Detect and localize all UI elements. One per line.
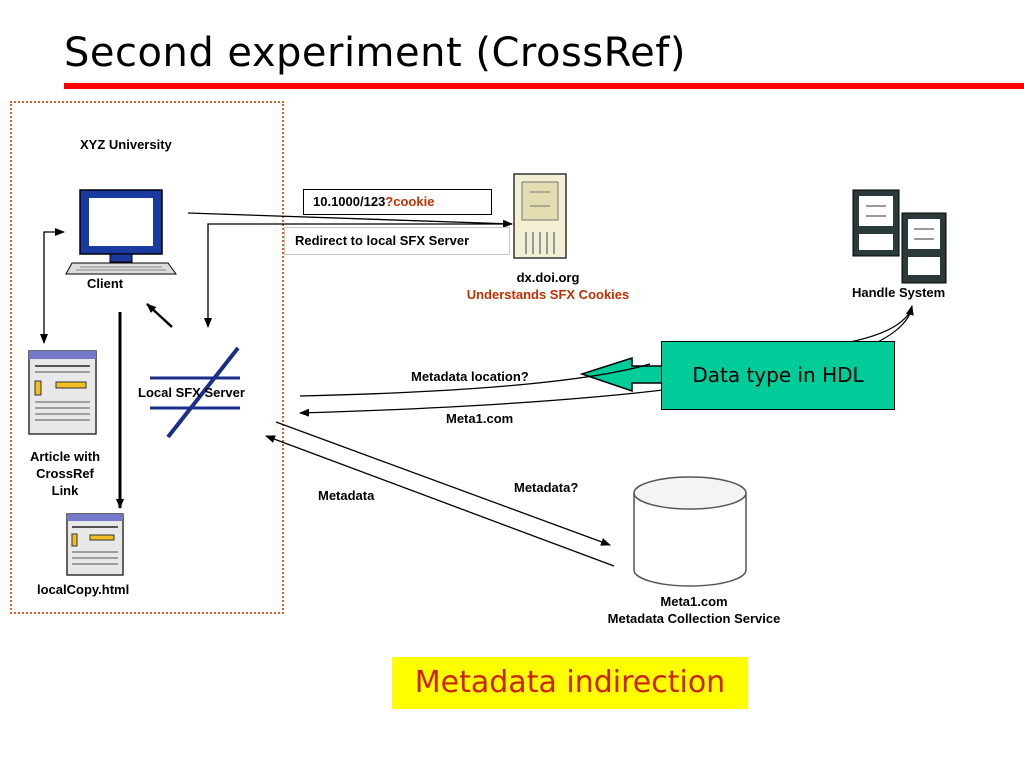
- metadata-response-label: Metadata: [318, 488, 375, 503]
- sfx-server-label: Local SFX Server: [138, 385, 245, 400]
- doi-server-icon: [513, 173, 567, 259]
- meta1-server-name: Meta1.com: [660, 594, 728, 609]
- metadata-indirection-note: Metadata indirection: [392, 657, 748, 709]
- doi-prefix: 10.1000/123: [313, 194, 386, 209]
- client-computer-icon: [65, 189, 177, 275]
- article-label-line-3: Link: [51, 483, 79, 498]
- arrow-sfx-metadata-query: [275, 421, 611, 546]
- sfx-server-icon: [150, 346, 240, 439]
- doi-server-note: Understands SFX Cookies: [466, 287, 630, 302]
- handle-system-label: Handle System: [852, 285, 946, 300]
- arrow-hdl-to-handle-system: [849, 305, 914, 343]
- meta1-response-label: Meta1.com: [446, 411, 514, 426]
- redirect-box: Redirect to local SFX Server: [284, 227, 510, 255]
- local-copy-label: localCopy.html: [37, 582, 130, 597]
- title-rule: [64, 83, 1024, 89]
- arrow-metadata-response: [265, 435, 615, 567]
- article-label: Article with CrossRef Link: [10, 448, 120, 499]
- arrow-sfx-to-client: [146, 303, 173, 328]
- arrow-client-to-doi: [187, 212, 513, 228]
- meta1-server-label: Meta1.com Metadata Collection Service: [574, 593, 814, 627]
- metadata-database-icon: [633, 476, 747, 587]
- arrow-client-article-link: [40, 228, 65, 344]
- organization-label: XYZ University: [80, 137, 172, 152]
- article-label-line-1: Article with: [29, 449, 101, 464]
- arrow-doi-redirect-to-sfx: [204, 223, 512, 328]
- organization-boundary: [10, 101, 284, 614]
- metadata-location-label: Metadata location?: [411, 369, 529, 384]
- article-label-line-2: CrossRef: [36, 466, 94, 481]
- doi-cookie: ?cookie: [385, 194, 435, 209]
- slide-title: Second experiment (CrossRef): [64, 30, 686, 76]
- client-label: Client: [87, 276, 124, 291]
- metadata-query-label: Metadata?: [514, 480, 579, 495]
- local-copy-document-icon: [66, 513, 124, 576]
- doi-server-label: dx.doi.org: [516, 270, 580, 285]
- article-document-icon: [28, 350, 97, 435]
- arrow-sfx-to-hdl-location: [299, 363, 651, 397]
- meta1-server-description: Metadata Collection Service: [607, 611, 781, 626]
- hdl-data-type-box: Data type in HDL: [661, 341, 895, 410]
- doi-request-box: 10.1000/123?cookie: [303, 189, 492, 215]
- handle-system-servers-icon: [852, 189, 947, 284]
- hdl-pointer-arrow: [579, 356, 665, 393]
